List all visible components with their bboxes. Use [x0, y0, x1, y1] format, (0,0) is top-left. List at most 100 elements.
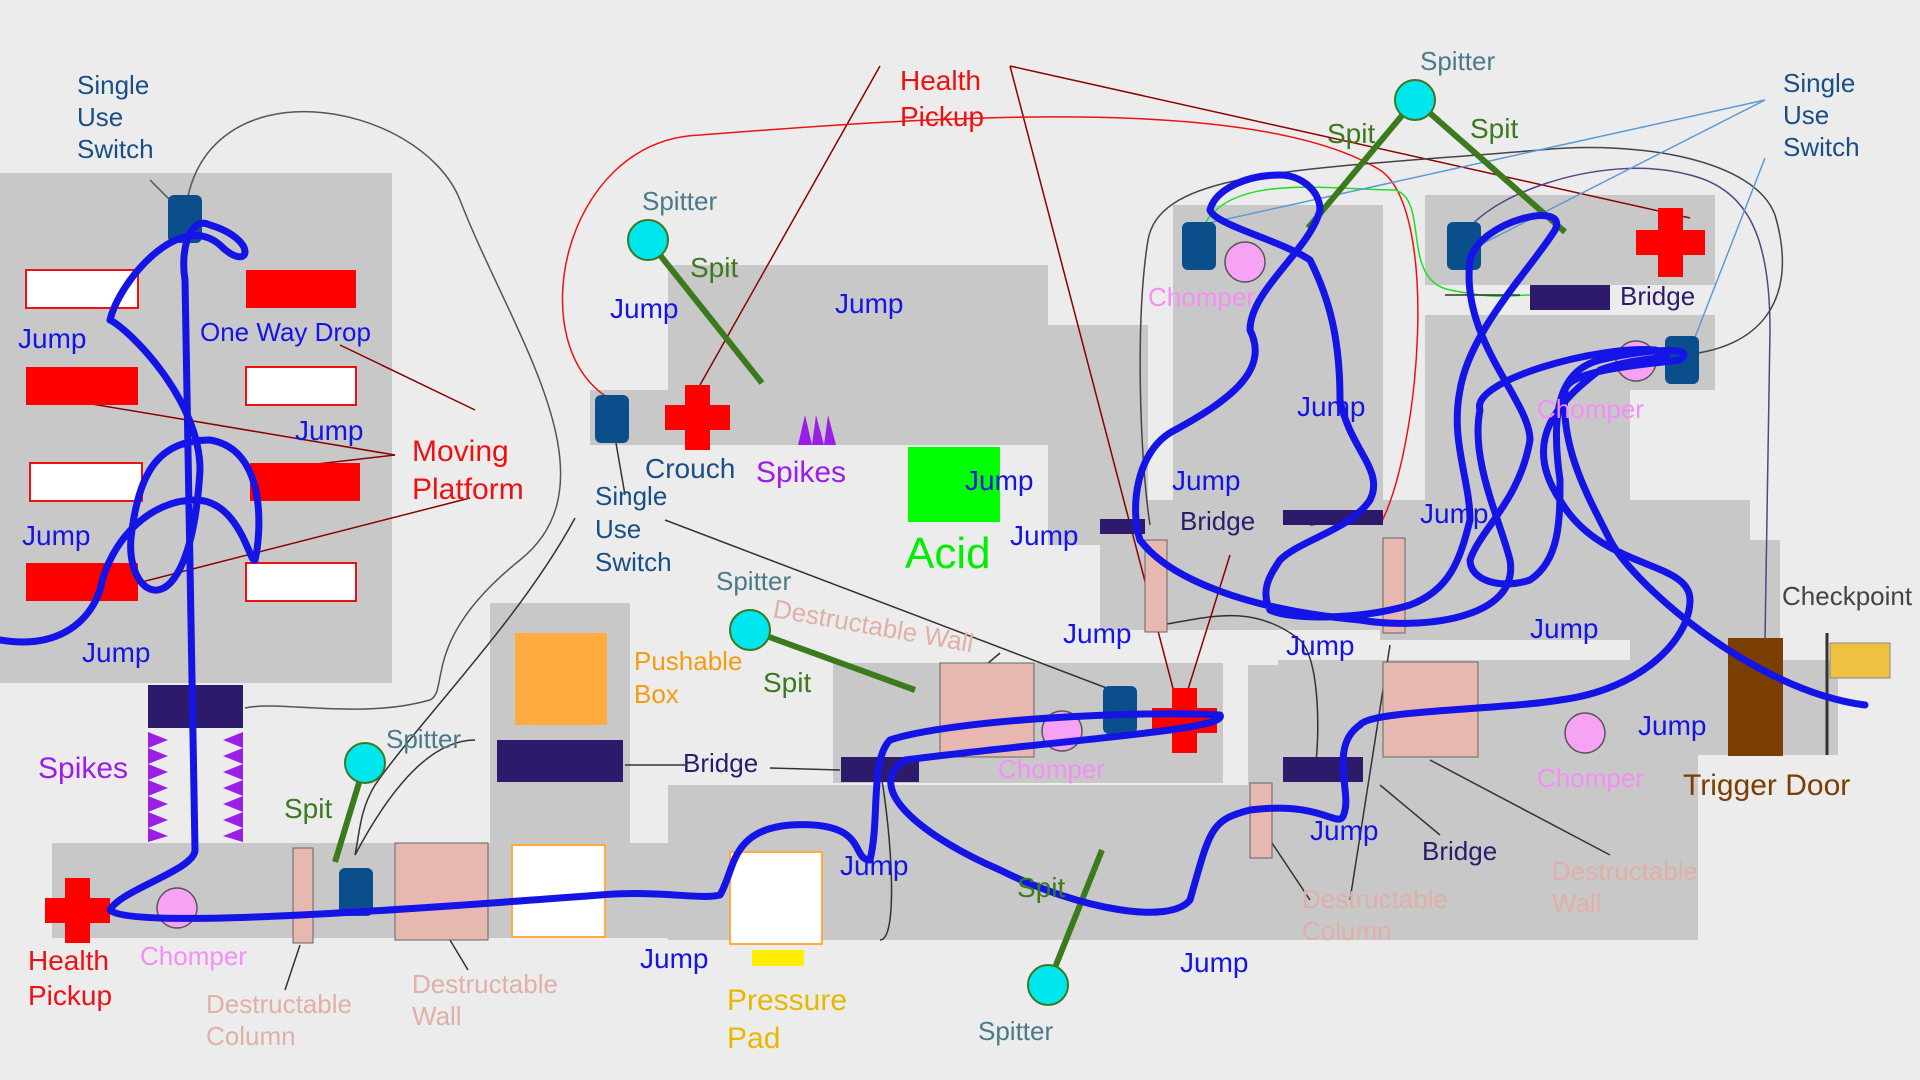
moving-platform-3: [250, 463, 360, 501]
pushable-box: [515, 633, 607, 725]
label-chomper-bottom-right: Chomper: [1537, 763, 1644, 793]
destructable-column-left: [292, 847, 314, 944]
label-jump-3: Jump: [22, 520, 90, 551]
spitter-top-left: [627, 219, 669, 261]
bridge-low: [497, 740, 623, 782]
switch-middle: [595, 395, 629, 443]
switch-bottom-left: [339, 868, 373, 916]
label-jump-17: Jump: [840, 850, 908, 881]
label-single-use-switch-left-1: Single: [77, 70, 149, 100]
label-destructable-wall-left-2: Wall: [412, 1001, 462, 1031]
label-trigger-door: Trigger Door: [1683, 769, 1850, 802]
single-use-switch-leader-2: [1469, 99, 1766, 251]
label-jump-14: Jump: [1530, 613, 1598, 644]
destructable-wall-left-leader: [449, 939, 469, 971]
label-bridge-acid: Bridge: [1180, 506, 1255, 536]
label-acid: Acid: [905, 529, 991, 578]
label-pressure-pad-1: Pressure: [727, 984, 847, 1017]
acid-pool: [908, 447, 1000, 522]
moving-platform-outline-2: [245, 366, 357, 406]
pressure-pad-block: [752, 950, 804, 966]
label-single-use-switch-middle-3: Switch: [595, 547, 672, 577]
destructable-column-upper-right: [1382, 537, 1406, 634]
label-health-pickup-bottom-1: Health: [28, 945, 109, 976]
spitter-middle: [729, 609, 771, 651]
label-moving-platform-2: Platform: [412, 473, 524, 506]
label-spit-bottom: Spit: [1017, 872, 1065, 903]
health-pickup-top: [665, 385, 730, 450]
label-spitter-middle: Spitter: [716, 566, 791, 596]
checkpoint-flag: [1829, 642, 1891, 679]
destructable-wall-mid: [939, 662, 1035, 758]
spikes-top: [798, 415, 836, 445]
label-single-use-switch-right-2: Use: [1783, 100, 1829, 130]
health-pickup-bottom-left: [45, 878, 110, 943]
spit-line-top-1: [1305, 98, 1418, 230]
switch-low-to-bridge: [354, 739, 476, 856]
label-jump-1: Jump: [18, 323, 86, 354]
label-jump-4: Jump: [82, 637, 150, 668]
label-jump-2: Jump: [295, 415, 363, 446]
label-jump-13: Jump: [1286, 630, 1354, 661]
bridge-top-right: [1530, 285, 1610, 310]
label-spitter-bottom-left: Spitter: [386, 724, 461, 754]
label-spitter-bottom: Spitter: [978, 1016, 1053, 1046]
label-single-use-switch-right-3: Switch: [1783, 132, 1860, 162]
switch-top-center: [1182, 222, 1216, 270]
label-jump-6: Jump: [835, 288, 903, 319]
bridge-leader-mid: [1159, 614, 1319, 771]
destructable-column-leader-2: [1269, 839, 1311, 901]
health-pickup-middle: [1152, 688, 1217, 753]
label-destructable-wall-left-1: Destructable: [412, 969, 558, 999]
label-destructable-column-right-2: Column: [1302, 916, 1392, 946]
label-spikes-top: Spikes: [756, 456, 846, 489]
label-bridge-low: Bridge: [683, 748, 758, 778]
health-leader-3: [1009, 65, 1691, 219]
chomper-bottom-left: [156, 887, 198, 929]
moving-platform-outline-3: [29, 462, 143, 502]
chomper-bottom-right: [1564, 712, 1606, 754]
health-leader-1: [699, 65, 881, 386]
label-jump-10: Jump: [1297, 391, 1365, 422]
switch-to-bridge-red-line: [561, 116, 1419, 526]
destructable-wall-left: [394, 842, 489, 941]
annotation-lines: [79, 65, 1784, 991]
destructable-wall-right-leader: [1429, 759, 1611, 856]
switch-mid-right: [1103, 686, 1137, 734]
player-path: [0, 171, 1869, 922]
moving-platform-2: [26, 367, 138, 405]
label-health-pickup-top-1: Health: [900, 65, 981, 96]
label-spitter-top-left: Spitter: [642, 186, 717, 216]
switch-to-bridge-line: [664, 519, 1126, 696]
label-destructable-wall-right-2: Wall: [1552, 888, 1602, 918]
bridge-acid-right: [1283, 510, 1383, 525]
label-chomper-middle: Chomper: [998, 754, 1105, 784]
switch-low-line: [354, 517, 576, 856]
moving-platform-1: [246, 270, 356, 308]
label-crouch: Crouch: [645, 453, 735, 484]
label-spitter-top: Spitter: [1420, 46, 1495, 76]
switch-to-door-line: [1459, 167, 1771, 641]
spikes-left-column: [148, 732, 168, 842]
label-destructable-column-left-2: Column: [206, 1021, 296, 1051]
label-pressure-pad-2: Pad: [727, 1022, 780, 1055]
destructable-column-lower: [1249, 782, 1273, 859]
label-health-pickup-bottom-2: Pickup: [28, 980, 112, 1011]
switch-to-spikes-line: [184, 110, 562, 710]
label-jump-18: Jump: [640, 943, 708, 974]
pushed-box: [729, 851, 823, 945]
single-use-switch-leader-3: [1689, 157, 1766, 351]
pressure-pad-line: [879, 769, 893, 941]
label-jump-5: Jump: [610, 293, 678, 324]
label-spikes-left: Spikes: [38, 752, 128, 785]
label-bridge-top-right: Bridge: [1620, 281, 1695, 311]
label-spit-top-2: Spit: [1470, 113, 1518, 144]
label-pushable-box-1: Pushable: [634, 646, 742, 676]
spit-line-top-2: [1413, 97, 1567, 235]
label-checkpoint: Checkpoint: [1782, 581, 1913, 611]
moving-platform-4: [26, 563, 138, 601]
label-one-way-drop: One Way Drop: [200, 317, 371, 347]
labels: Single Use Switch Jump Jump Jump Jump Ju…: [18, 46, 1913, 1055]
moving-platform-outline-4: [245, 562, 357, 602]
